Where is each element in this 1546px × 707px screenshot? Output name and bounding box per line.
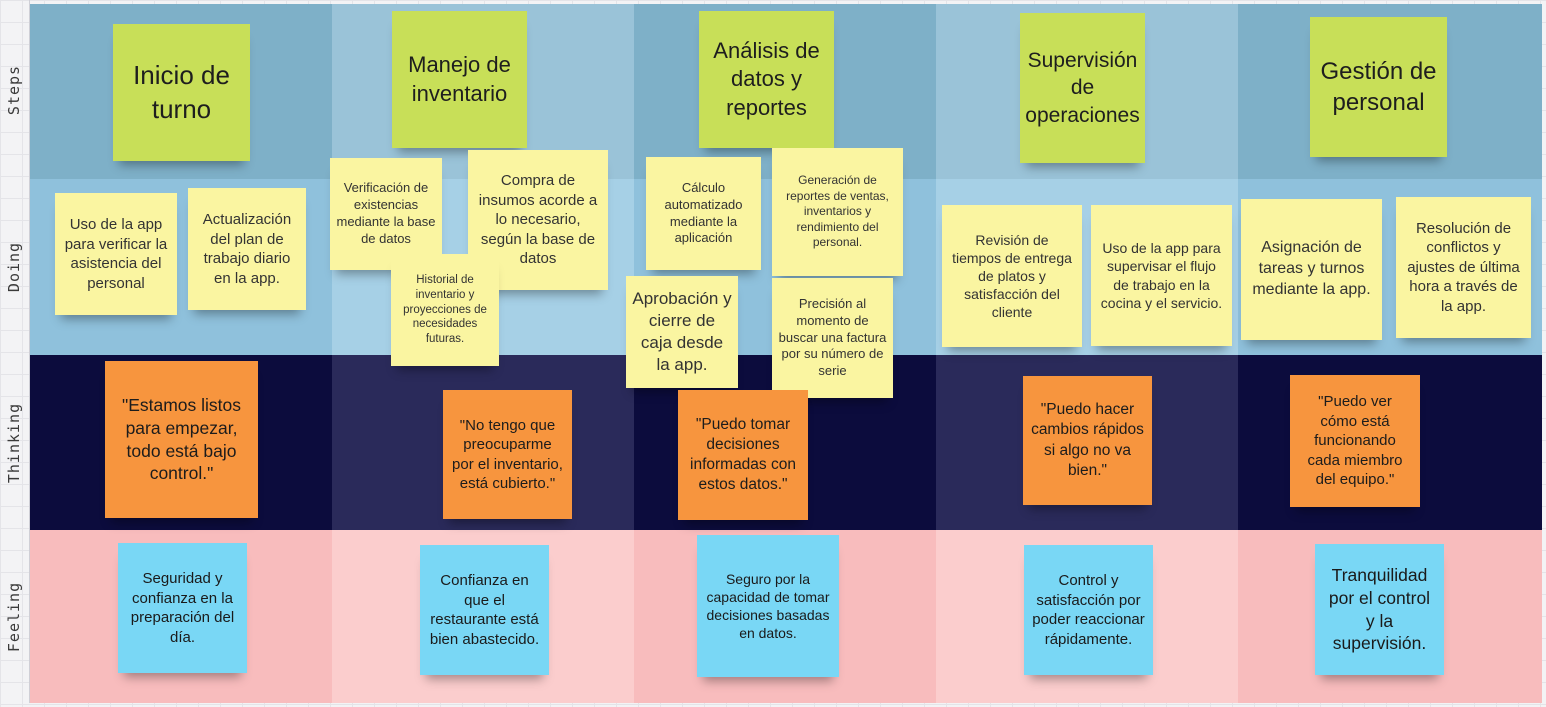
sticky-note-doing[interactable]: Cálculo automatizado mediante la aplicac… xyxy=(646,157,761,270)
note-text: Manejo de inventario xyxy=(408,51,511,106)
sticky-note-doing[interactable]: Historial de inventario y proyecciones d… xyxy=(391,254,499,366)
sticky-note-doing[interactable]: Asignación de tareas y turnos mediante l… xyxy=(1241,199,1382,340)
note-text: Uso de la app para supervisar el flujo d… xyxy=(1100,240,1223,311)
note-text: Actualización del plan de trabajo diario… xyxy=(202,211,292,287)
sticky-note-feeling[interactable]: Seguridad y confianza en la preparación … xyxy=(118,543,247,673)
sticky-note-step[interactable]: Supervisión de operaciones xyxy=(1020,13,1145,163)
note-text: Seguro por la capacidad de tomar decisio… xyxy=(706,570,830,642)
note-text: "Estamos listos para empezar, todo está … xyxy=(121,395,242,484)
note-text: Precisión al momento de buscar una factu… xyxy=(778,295,887,379)
note-text: Verificación de existencias mediante la … xyxy=(336,180,436,246)
note-text: "Puedo tomar decisiones informadas con e… xyxy=(690,415,796,494)
sticky-note-doing[interactable]: Verificación de existencias mediante la … xyxy=(330,158,442,270)
sticky-note-doing[interactable]: Uso de la app para verificar la asistenc… xyxy=(55,193,177,315)
note-text: "Puedo hacer cambios rápidos si algo no … xyxy=(1031,401,1144,479)
sticky-note-doing[interactable]: Revisión de tiempos de entrega de platos… xyxy=(942,205,1082,347)
note-text: Aprobación y cierre de caja desde la app… xyxy=(632,288,732,375)
note-text: Supervisión de operaciones xyxy=(1025,49,1140,127)
lane-label-feeling: Feeling xyxy=(0,530,30,703)
note-text: Historial de inventario y proyecciones d… xyxy=(403,273,487,346)
sticky-note-thinking[interactable]: "Puedo ver cómo está funcionando cada mi… xyxy=(1290,375,1420,507)
sticky-note-thinking[interactable]: "Puedo tomar decisiones informadas con e… xyxy=(678,390,808,520)
note-text: Resolución de conflictos y ajustes de úl… xyxy=(1407,219,1520,315)
lane-label-doing: Doing xyxy=(0,179,30,355)
note-text: Generación de reportes de ventas, invent… xyxy=(786,173,889,250)
lane-label-steps: Steps xyxy=(0,0,30,179)
sticky-note-doing[interactable]: Precisión al momento de buscar una factu… xyxy=(772,278,893,398)
sticky-note-feeling[interactable]: Confianza en que el restaurante está bie… xyxy=(420,545,549,675)
sticky-note-step[interactable]: Manejo de inventario xyxy=(392,11,527,148)
sticky-note-doing[interactable]: Aprobación y cierre de caja desde la app… xyxy=(626,276,738,388)
note-text: Compra de insumos acorde a lo necesario,… xyxy=(478,172,598,268)
sticky-note-doing[interactable]: Generación de reportes de ventas, invent… xyxy=(772,148,903,276)
note-text: Revisión de tiempos de entrega de platos… xyxy=(952,231,1072,321)
sticky-note-step[interactable]: Análisis de datos y reportes xyxy=(699,11,834,148)
sticky-note-thinking[interactable]: "No tengo que preocuparme por el inventa… xyxy=(443,390,572,519)
sticky-note-doing[interactable]: Compra de insumos acorde a lo necesario,… xyxy=(468,150,608,290)
note-text: Análisis de datos y reportes xyxy=(713,37,820,120)
sticky-note-feeling[interactable]: Seguro por la capacidad de tomar decisio… xyxy=(697,535,839,677)
sticky-note-doing[interactable]: Resolución de conflictos y ajustes de úl… xyxy=(1396,197,1531,338)
note-text: Asignación de tareas y turnos mediante l… xyxy=(1252,239,1371,298)
sticky-note-feeling[interactable]: Tranquilidad por el control y la supervi… xyxy=(1315,544,1444,675)
note-text: Uso de la app para verificar la asistenc… xyxy=(64,216,168,292)
lane-label-thinking: Thinking xyxy=(0,355,30,530)
sticky-note-doing[interactable]: Actualización del plan de trabajo diario… xyxy=(188,188,306,310)
sticky-note-feeling[interactable]: Control y satisfacción por poder reaccio… xyxy=(1024,545,1153,675)
note-text: Control y satisfacción por poder reaccio… xyxy=(1032,572,1145,648)
sticky-note-step[interactable]: Inicio de turno xyxy=(113,24,250,161)
note-text: Gestión de personal xyxy=(1320,57,1437,116)
sticky-note-thinking[interactable]: "Estamos listos para empezar, todo está … xyxy=(105,361,258,518)
sticky-note-thinking[interactable]: "Puedo hacer cambios rápidos si algo no … xyxy=(1023,376,1152,505)
note-text: Seguridad y confianza en la preparación … xyxy=(130,570,235,646)
note-text: Inicio de turno xyxy=(133,59,230,124)
sticky-note-step[interactable]: Gestión de personal xyxy=(1310,17,1447,157)
note-text: Tranquilidad por el control y la supervi… xyxy=(1328,565,1431,654)
sticky-note-doing[interactable]: Uso de la app para supervisar el flujo d… xyxy=(1091,205,1232,346)
note-text: "No tengo que preocuparme por el inventa… xyxy=(452,416,563,493)
note-text: Cálculo automatizado mediante la aplicac… xyxy=(664,179,743,246)
note-text: Confianza en que el restaurante está bie… xyxy=(429,572,540,648)
note-text: "Puedo ver cómo está funcionando cada mi… xyxy=(1307,393,1403,489)
